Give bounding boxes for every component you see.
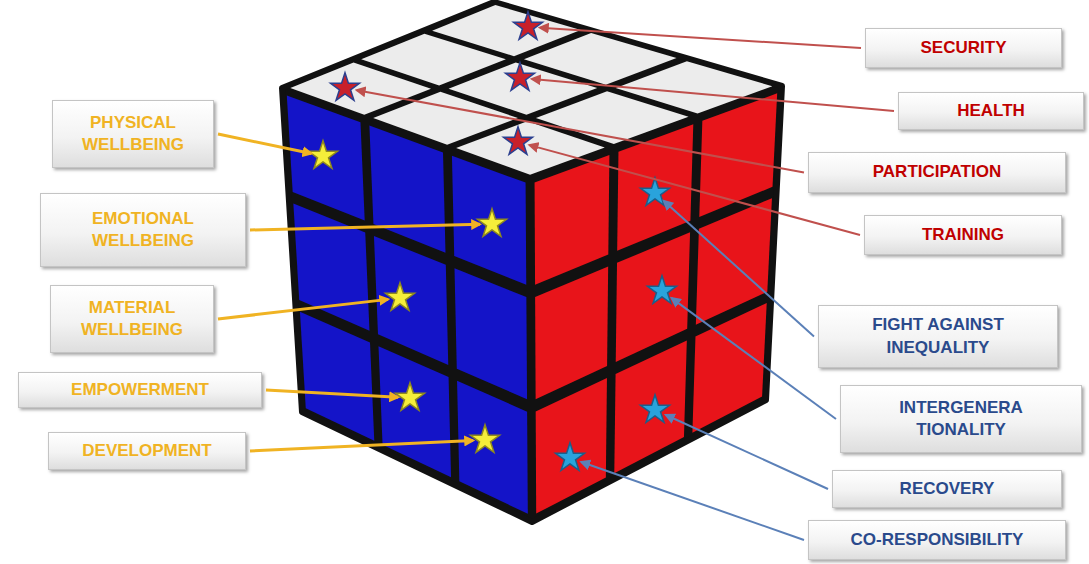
blue-face-sticker: [369, 126, 445, 253]
leader-arrow: [250, 441, 473, 451]
label-text: TRAINING: [922, 224, 1004, 246]
star-marker: [331, 73, 360, 101]
label-box: RECOVERY: [832, 470, 1062, 508]
blue-face-sticker: [287, 95, 365, 220]
label-box: PHYSICAL WELLBEING: [52, 100, 214, 168]
label-box: INTERGENERA TIONALITY: [840, 385, 1082, 453]
label-text: RECOVERY: [900, 478, 995, 500]
label-text: PHYSICAL WELLBEING: [63, 112, 203, 156]
label-text: FIGHT AGAINST INEQUALITY: [848, 314, 1028, 358]
label-box: DEVELOPMENT: [48, 432, 246, 470]
leader-arrow: [266, 390, 398, 397]
red-face-sticker: [535, 155, 610, 285]
blue-face-sticker: [293, 204, 369, 331]
star-marker: [471, 425, 500, 453]
label-text: PARTICIPATION: [873, 161, 1001, 183]
label-box: SECURITY: [865, 28, 1062, 68]
red-face-sticker: [616, 232, 690, 362]
label-box: PARTICIPATION: [808, 152, 1066, 193]
star-marker: [504, 127, 533, 155]
label-text: INTERGENERA TIONALITY: [886, 397, 1036, 441]
label-box: CO-RESPONSIBILITY: [808, 520, 1066, 560]
leader-arrow: [540, 28, 861, 48]
label-text: EMOTIONAL WELLBEING: [68, 208, 218, 252]
label-text: EMPOWERMENT: [71, 379, 209, 401]
label-box: EMPOWERMENT: [18, 372, 262, 408]
star-marker: [556, 443, 585, 471]
blue-face-sticker: [300, 312, 374, 441]
label-text: CO-RESPONSIBILITY: [851, 529, 1024, 551]
star-marker: [641, 395, 670, 423]
label-text: MATERIAL WELLBEING: [62, 297, 202, 341]
label-box: FIGHT AGAINST INEQUALITY: [818, 305, 1058, 368]
label-box: MATERIAL WELLBEING: [50, 285, 214, 353]
label-box: EMOTIONAL WELLBEING: [40, 193, 246, 267]
label-text: SECURITY: [921, 37, 1007, 59]
red-face-sticker: [535, 267, 608, 400]
blue-face-sticker: [378, 346, 451, 477]
leader-arrow: [357, 90, 804, 172]
star-marker: [506, 63, 535, 91]
label-box: HEALTH: [898, 92, 1084, 130]
blue-face-sticker: [452, 156, 526, 285]
leader-arrow: [666, 415, 828, 489]
label-box: TRAINING: [864, 215, 1062, 255]
label-text: DEVELOPMENT: [82, 440, 211, 462]
blue-face-sticker: [457, 381, 528, 514]
leader-arrow: [218, 134, 311, 154]
red-face-sticker: [536, 378, 607, 514]
leader-arrow: [250, 224, 480, 230]
star-marker: [396, 383, 425, 411]
blue-face-sticker: [454, 268, 527, 399]
red-face-sticker: [696, 198, 772, 325]
leader-lines: [218, 28, 894, 540]
star-marker: [478, 209, 507, 237]
leader-arrow: [581, 462, 804, 540]
star-marker: [386, 283, 415, 311]
red-face-sticker: [614, 341, 687, 474]
leader-arrow: [532, 79, 894, 111]
star-marker: [514, 12, 543, 40]
star-marker: [309, 141, 338, 169]
leader-arrow: [672, 298, 836, 419]
leader-arrow: [218, 299, 388, 319]
label-text: HEALTH: [957, 100, 1025, 122]
leader-arrow: [664, 201, 814, 336]
